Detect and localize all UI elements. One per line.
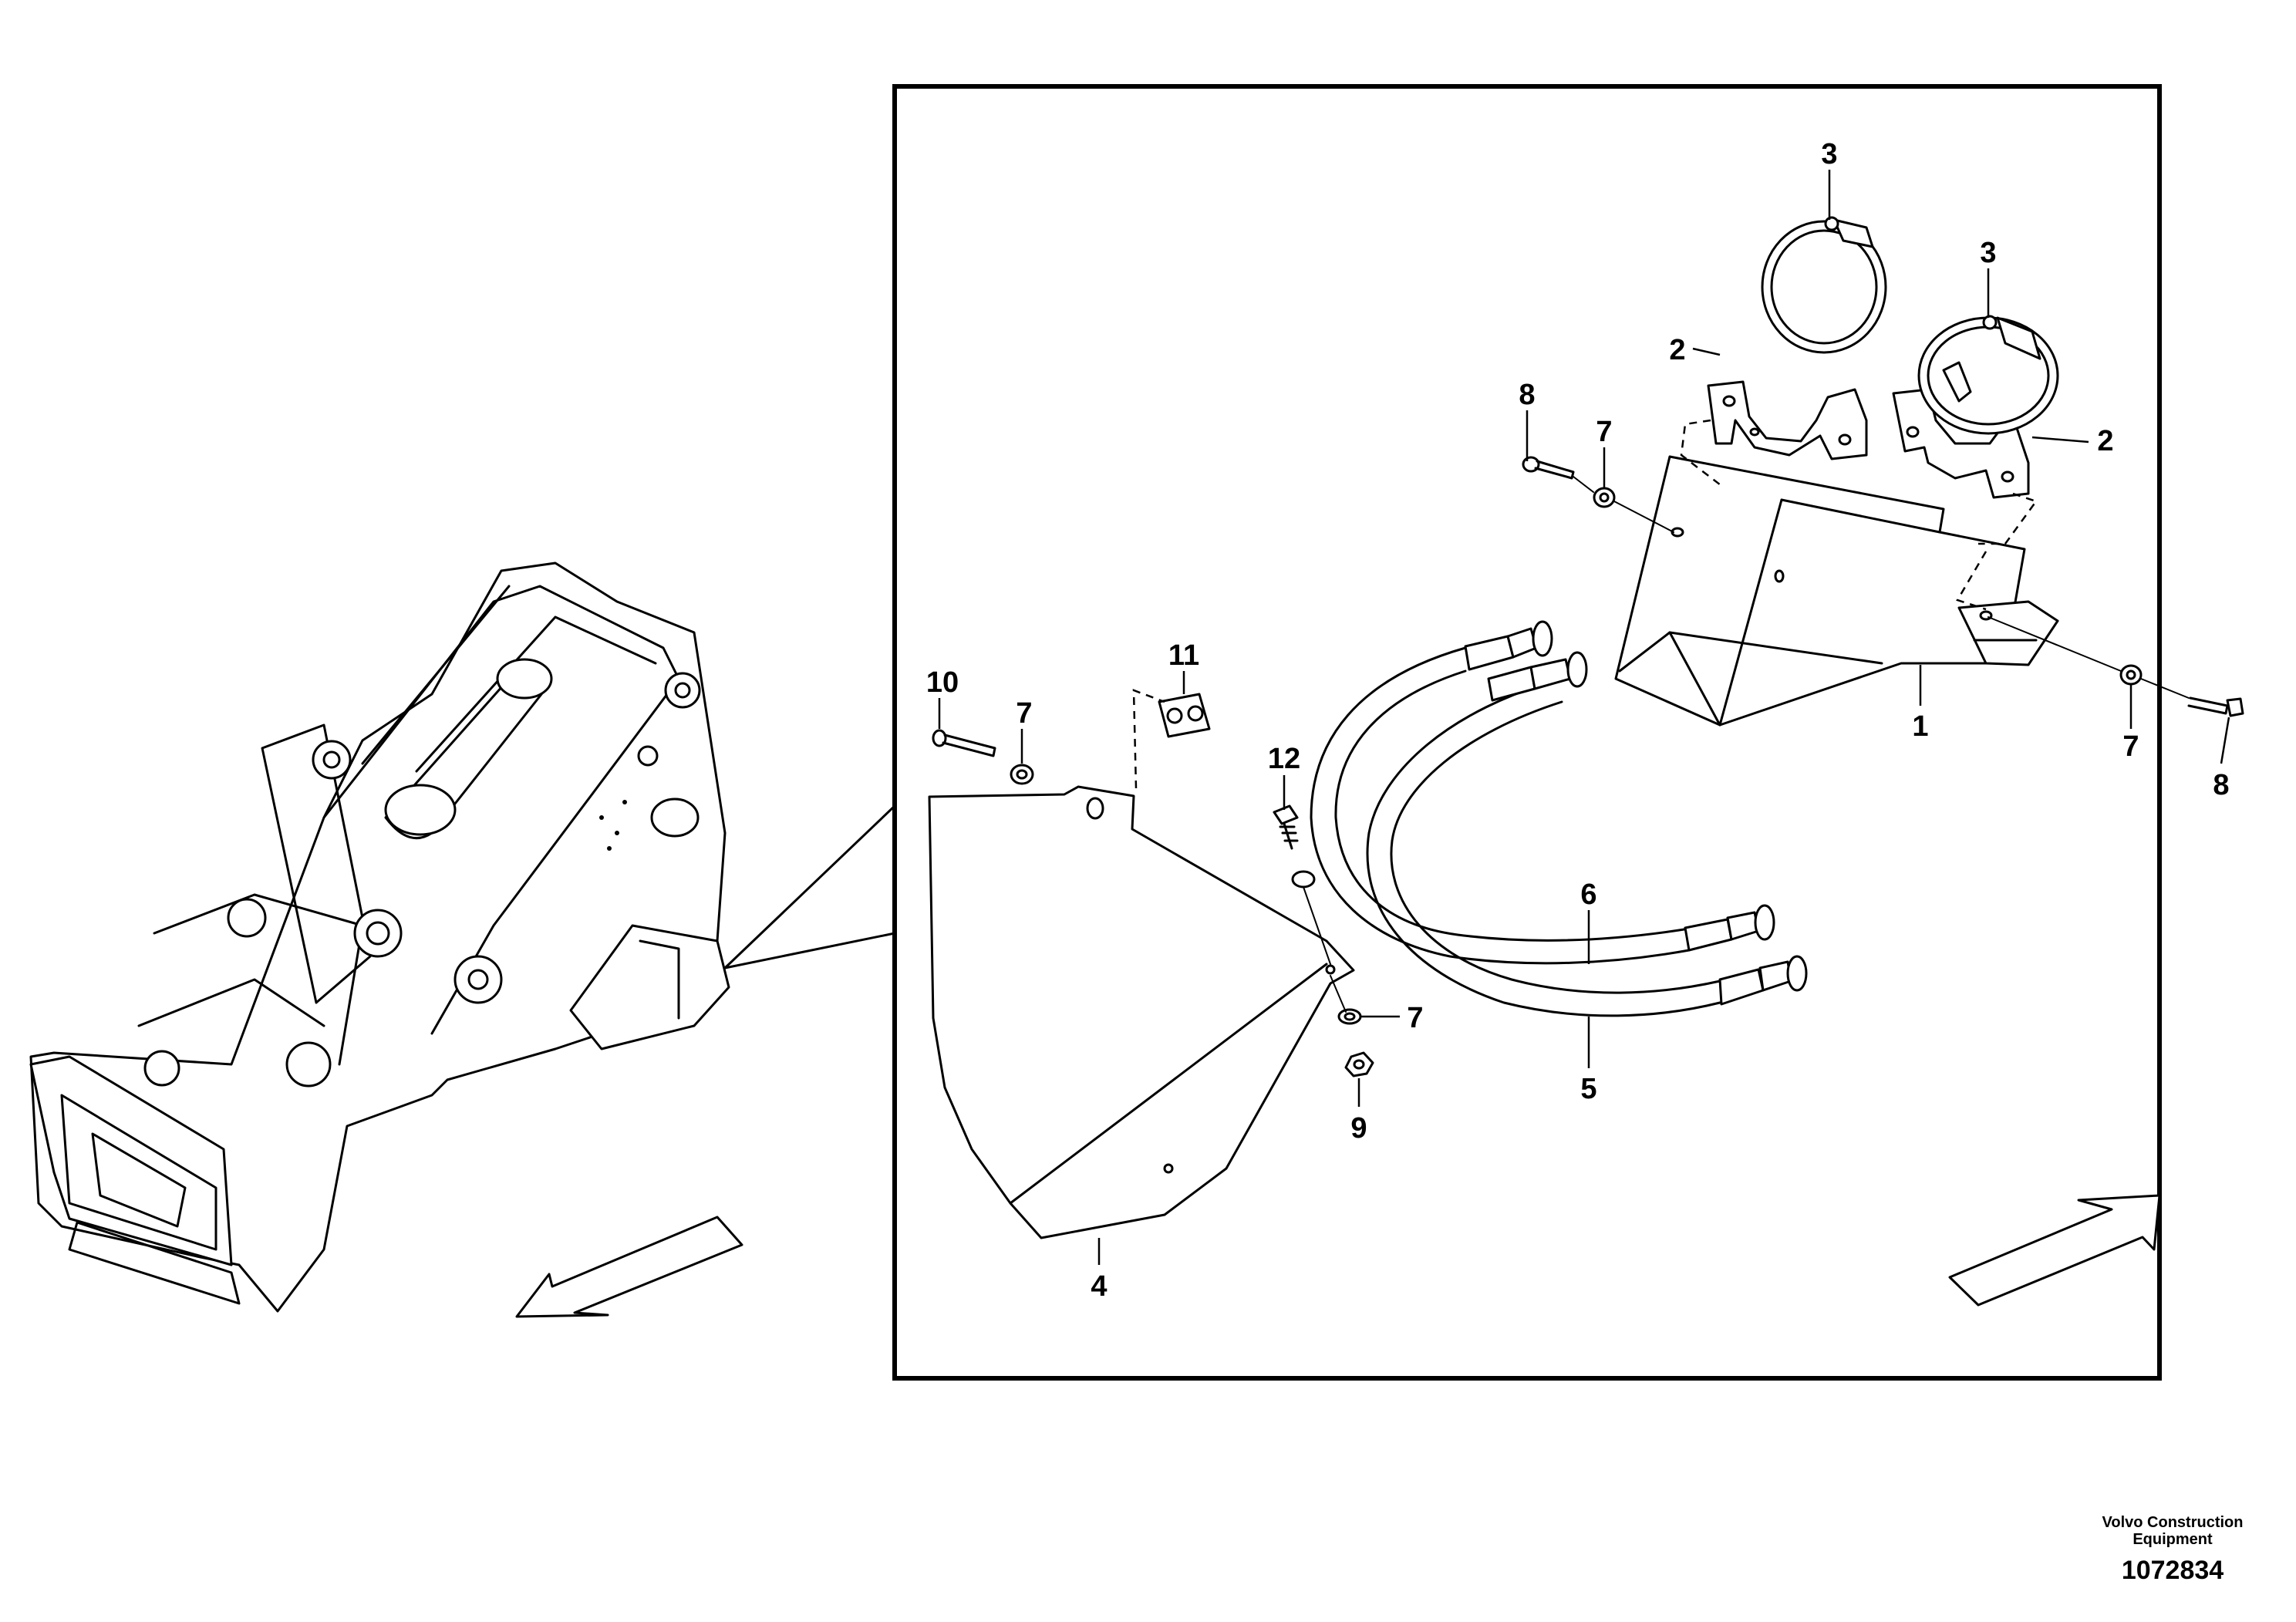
part-12-washer bbox=[1291, 870, 1316, 889]
zoom-pointer-lower bbox=[723, 932, 896, 969]
callout-labels: 3 3 2 2 8 7 1 7 8 10 7 11 12 6 5 7 9 4 bbox=[926, 138, 2230, 1303]
brand-line-2: Equipment bbox=[2132, 1531, 2213, 1548]
footer-brand: Volvo Construction Equipment 1072834 bbox=[2102, 1514, 2244, 1585]
callout-11: 11 bbox=[1168, 639, 1199, 672]
part-2-saddle-left bbox=[1707, 380, 1868, 460]
part-3-clamp-right bbox=[1917, 315, 2059, 435]
callout-3-right: 3 bbox=[1980, 237, 1996, 269]
part-12-screw bbox=[1273, 804, 1299, 850]
callout-8-right: 8 bbox=[2213, 769, 2229, 801]
part-7-washer-upper bbox=[1593, 487, 1616, 508]
assembly-line-2b bbox=[1978, 492, 2038, 545]
callout-10: 10 bbox=[926, 666, 959, 699]
callout-2-right: 2 bbox=[2097, 425, 2113, 457]
brand-line-1: Volvo Construction bbox=[2102, 1514, 2244, 1531]
part-9-nut bbox=[1344, 1051, 1374, 1077]
part-8-bolt-left bbox=[1522, 456, 1575, 480]
tilt-linkage bbox=[261, 723, 372, 1004]
direction-arrow-left bbox=[515, 1216, 743, 1318]
part-10-bolt bbox=[932, 729, 996, 757]
part-7-washer-lower bbox=[1337, 1008, 1362, 1025]
assembly-line-11 bbox=[1132, 689, 1165, 789]
part-3-clamp-left bbox=[1761, 216, 1887, 354]
callout-7-lower: 7 bbox=[1407, 1002, 1423, 1034]
part-8-bolt-right bbox=[2187, 696, 2244, 717]
callout-9: 9 bbox=[1350, 1112, 1367, 1145]
callout-1: 1 bbox=[1912, 710, 1928, 743]
part-5-hose bbox=[1366, 666, 1808, 1017]
part-7-washer-right bbox=[2119, 664, 2143, 686]
callout-7-right: 7 bbox=[2122, 730, 2139, 763]
direction-arrow-right bbox=[1948, 1194, 2161, 1307]
callout-7-upper: 7 bbox=[1596, 416, 1612, 448]
upper-boom-arm bbox=[322, 585, 680, 1035]
detail-frame bbox=[892, 84, 2162, 1381]
callout-5: 5 bbox=[1580, 1073, 1596, 1105]
part-2-saddle-right bbox=[1892, 388, 2030, 499]
callout-12: 12 bbox=[1268, 743, 1300, 775]
document-number: 1072834 bbox=[2122, 1556, 2224, 1585]
leader-lines bbox=[938, 170, 2230, 1265]
assembly-line-2a bbox=[1680, 419, 1725, 488]
assembly-line-12 bbox=[1303, 886, 1331, 965]
callout-2-left: 2 bbox=[1669, 334, 1685, 366]
assembly-line-1b bbox=[1956, 551, 1988, 611]
callout-4: 4 bbox=[1091, 1270, 1107, 1303]
part-11-clip-nut bbox=[1158, 693, 1211, 738]
callout-8-left: 8 bbox=[1519, 379, 1535, 411]
hose-end-fittings-top bbox=[1506, 620, 1588, 690]
hose-guard-location bbox=[569, 924, 730, 1050]
part-4-hose-guard-plate bbox=[928, 785, 1355, 1239]
part-7-washer-left bbox=[1010, 764, 1034, 785]
loader-arm-assembly bbox=[29, 561, 730, 1313]
callout-3-left: 3 bbox=[1821, 138, 1837, 170]
part-6-hose bbox=[1310, 635, 1775, 965]
part-1-bracket bbox=[1614, 455, 2059, 727]
zoom-pointer-upper bbox=[723, 804, 896, 969]
callout-7-left: 7 bbox=[1016, 697, 1032, 730]
callout-6: 6 bbox=[1580, 878, 1596, 911]
